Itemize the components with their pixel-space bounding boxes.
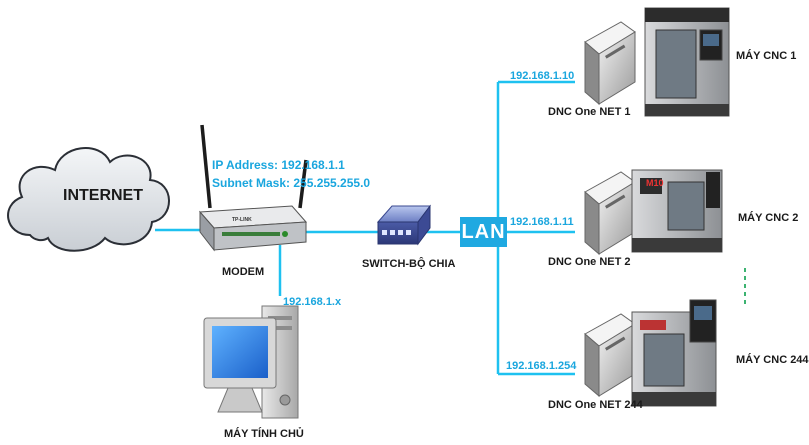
more-machines-ellipsis (744, 268, 746, 304)
lan-badge: LAN (460, 217, 507, 247)
host-computer-icon (203, 305, 299, 419)
dnc-device-1-icon (584, 21, 636, 106)
dnc-device-2-icon (584, 171, 636, 256)
internet-cloud-icon (7, 147, 170, 252)
dnc-244-ip: 192.168.1.254 (506, 360, 577, 372)
internet-label: INTERNET (63, 187, 143, 204)
cnc-machine-2-icon (631, 169, 723, 253)
modem-ip-address: IP Address: 192.168.1.1 (212, 158, 345, 172)
dnc-1-ip: 192.168.1.10 (510, 70, 575, 82)
cnc-2-label: MÁY CNC 2 (738, 212, 799, 224)
modem-router-icon (198, 124, 308, 252)
dnc-244-label: DNC One NET 244 (548, 399, 643, 411)
modem-subnet-mask: Subnet Mask: 255.255.255.0 (212, 176, 371, 190)
dnc-1-label: DNC One NET 1 (548, 106, 631, 118)
dnc-2-label: DNC One NET 2 (548, 256, 631, 268)
host-computer-label: MÁY TÍNH CHỦ (224, 428, 304, 440)
network-switch-icon (376, 204, 431, 246)
host-computer-ip: 192.168.1.x (283, 296, 342, 308)
modem-label: MODEM (222, 266, 265, 278)
cnc-machine-244-icon (631, 299, 717, 407)
cnc-1-label: MÁY CNC 1 (736, 50, 797, 62)
dnc-2-ip: 192.168.1.11 (510, 216, 574, 228)
modem-brand: TP-LINK (232, 217, 252, 223)
cnc-machine-1-icon (644, 7, 730, 117)
cnc-244-label: MÁY CNC 244 (736, 354, 809, 366)
cnc-2-badge: M10 (646, 178, 664, 188)
switch-label: SWITCH-BỘ CHIA (362, 258, 456, 270)
dnc-device-244-icon (584, 313, 636, 398)
